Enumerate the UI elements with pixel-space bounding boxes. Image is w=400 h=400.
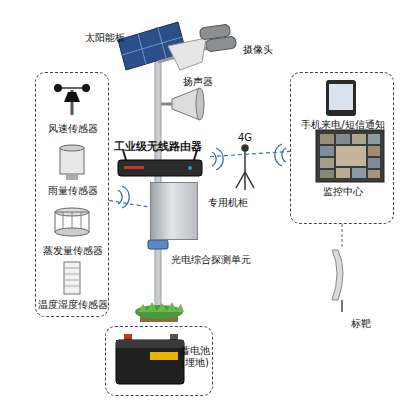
- sensor-group: 风速传感器雨量传感器蒸发量传感器温度湿度传感器: [35, 72, 109, 317]
- wifi-symbol: [118, 144, 286, 208]
- temperature-humidity-sensor: [64, 262, 80, 294]
- node-label: 手机来电/短信通知: [291, 119, 395, 131]
- cabinet: 专用机柜: [150, 182, 198, 240]
- node-label: 雨量传感器: [36, 185, 110, 197]
- battery-group: 蓄电池 (埋地): [105, 326, 213, 396]
- camera: [158, 24, 237, 70]
- speaker: [161, 88, 204, 120]
- part-label: 扬声器: [178, 76, 218, 88]
- grass-base: [135, 302, 184, 322]
- router-device: [118, 150, 202, 176]
- battery: [116, 334, 184, 384]
- part-label: 4G: [232, 132, 258, 144]
- node-label: 监控中心: [291, 186, 395, 198]
- evaporation-sensor: [55, 208, 89, 236]
- antenna-tripod: [236, 145, 254, 190]
- node-label: 专用机柜: [203, 197, 253, 209]
- part-label: 光电综合探测单元: [166, 254, 256, 266]
- wireless-link: [109, 200, 150, 207]
- node-label: 温度湿度传感器: [32, 299, 114, 311]
- tablet-icon: [326, 80, 356, 116]
- part-label: 摄像头: [236, 44, 280, 56]
- wireless-link: [210, 151, 290, 156]
- node-label: 工业级无线路由器: [106, 140, 210, 152]
- part-label: 太阳能板: [80, 32, 130, 44]
- monitor-group: 手机来电/短信通知监控中心: [290, 72, 394, 224]
- rain-sensor: [60, 145, 84, 180]
- node-label: 蓄电池 (埋地): [178, 345, 212, 369]
- node-label: 风速传感器: [36, 123, 110, 135]
- target: [332, 224, 343, 312]
- node-label: 蒸发量传感器: [36, 245, 110, 257]
- wind-sensor: [54, 84, 90, 115]
- part-label: 标靶: [346, 318, 376, 330]
- router-box: 工业级无线路由器: [106, 140, 210, 180]
- detector-unit: [148, 240, 168, 249]
- monitor-wall: [316, 130, 384, 182]
